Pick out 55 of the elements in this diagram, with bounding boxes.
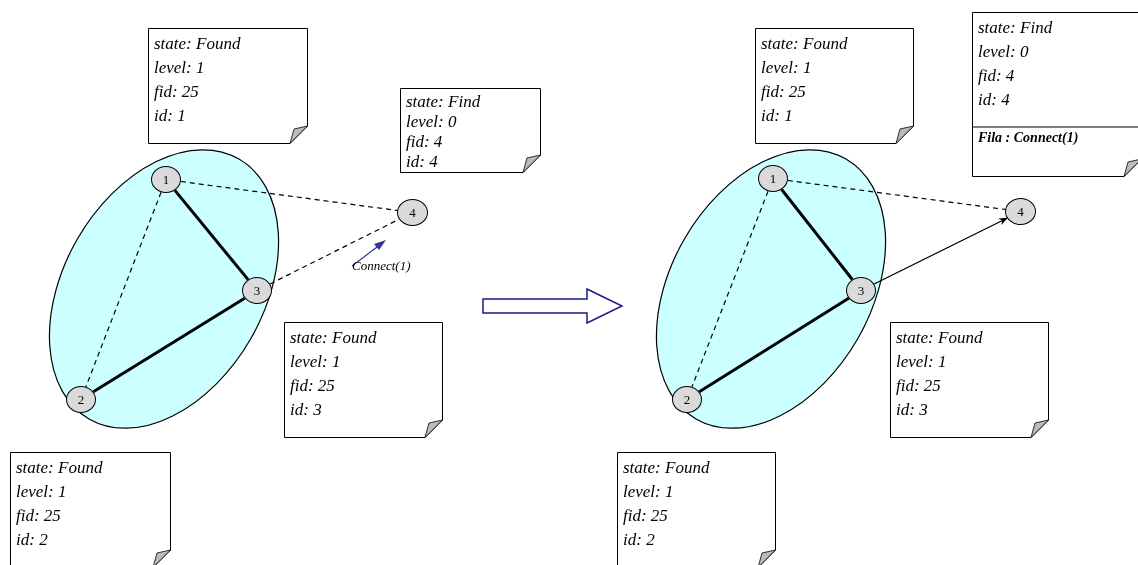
note-card [10, 452, 171, 565]
note-text: level: 1 [623, 481, 674, 503]
note-text: id: 2 [16, 529, 48, 551]
note-text: fid: 25 [154, 81, 199, 103]
note-text: level: 1 [896, 351, 947, 373]
note-text: id: 2 [623, 529, 655, 551]
graph-node-circle: 4 [397, 199, 428, 226]
connector-line [92, 296, 246, 394]
note-text: level: 1 [290, 351, 341, 373]
note-card [148, 28, 308, 144]
arrow [873, 217, 1008, 285]
note-text: fid: 25 [761, 81, 806, 103]
note-text: Fila : Connect(1) [978, 129, 1079, 147]
cluster-ellipse [48, 148, 280, 430]
connector-line [698, 296, 850, 394]
note-card [617, 452, 776, 565]
connector-line [787, 179, 1006, 211]
graph-node-circle: 4 [1005, 198, 1036, 225]
note-text: state: Found [761, 33, 848, 55]
note-text: fid: 25 [16, 505, 61, 527]
note-text: id: 3 [290, 399, 322, 421]
note-card [972, 12, 1138, 177]
connector-line [180, 180, 398, 212]
note-text: level: 1 [16, 481, 67, 503]
note-text: state: Found [623, 457, 710, 479]
note-text: state: Find [406, 92, 481, 112]
note-card [400, 88, 541, 173]
connector-line [780, 188, 854, 281]
note-text: fid: 25 [290, 375, 335, 397]
note-text: fid: 25 [623, 505, 668, 527]
cluster-ellipse [655, 148, 887, 430]
note-text: state: Found [896, 327, 983, 349]
note-text: level: 0 [406, 112, 457, 132]
note-text: id: 1 [761, 105, 793, 127]
connector-line [85, 191, 162, 388]
note-text: state: Found [154, 33, 241, 55]
note-text: fid: 4 [406, 132, 443, 152]
note-text: level: 0 [978, 41, 1029, 63]
connector-line [691, 190, 769, 388]
note-text: id: 3 [896, 399, 928, 421]
note-text: id: 4 [978, 89, 1010, 111]
note-text: level: 1 [761, 57, 812, 79]
note-text: fid: 25 [896, 375, 941, 397]
note-card [890, 322, 1049, 438]
note-text: level: 1 [154, 57, 205, 79]
message-label: Connect(1) [352, 258, 411, 274]
note-card [284, 322, 443, 438]
note-text: state: Find [978, 17, 1053, 39]
note-text: id: 1 [154, 105, 186, 127]
note-card [755, 28, 914, 144]
note-text: state: Found [290, 327, 377, 349]
note-text: fid: 4 [978, 65, 1015, 87]
connector-line [173, 189, 250, 281]
note-text: state: Found [16, 457, 103, 479]
note-text: id: 4 [406, 152, 438, 172]
